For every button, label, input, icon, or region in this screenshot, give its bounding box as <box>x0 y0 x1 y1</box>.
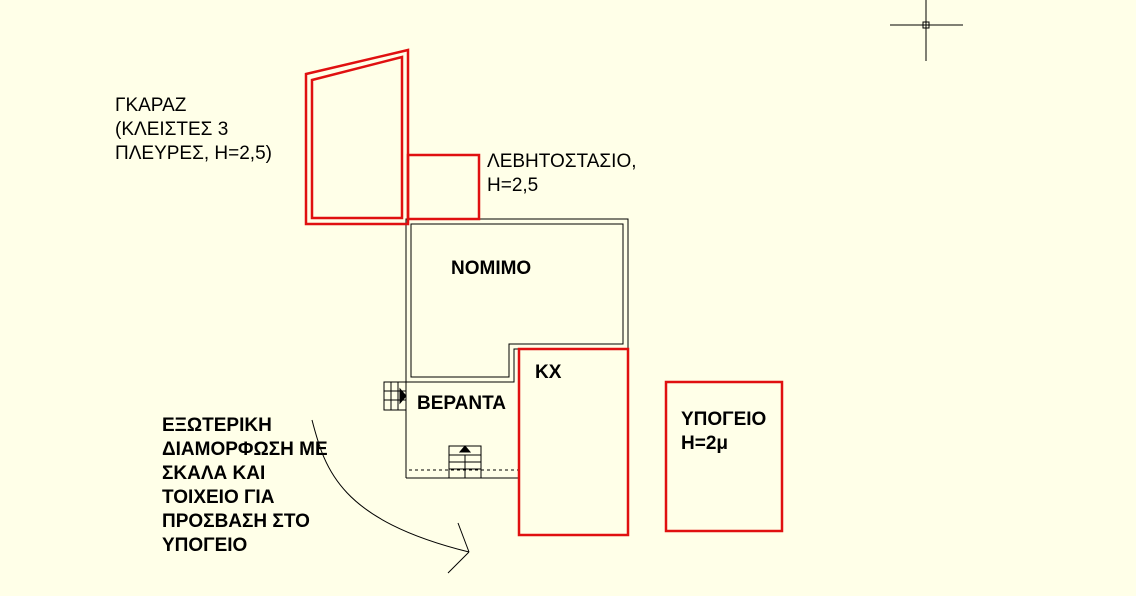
basement-label: ΥΠΟΓΕΙΟ Η=2μ <box>681 409 767 454</box>
veranda-label: ΒΕΡΑΝΤΑ <box>417 393 507 414</box>
kx-label: ΚΧ <box>535 362 562 383</box>
exterior-note-label: ΕΞΩΤΕΡΙΚΗ ΔΙΑΜΟΡΦΩΣΗ ΜΕ ΣΚΑΛΑ ΚΑΙ ΤΟΙΧΕΙ… <box>162 415 328 556</box>
side-stairs-icon <box>383 381 407 411</box>
crosshair-cursor-icon <box>890 0 963 61</box>
legal-area-label: ΝΟΜΙΜΟ <box>451 258 532 279</box>
garage-outline <box>304 48 410 226</box>
curved-arrow-icon <box>311 419 470 574</box>
kx-outline <box>517 347 630 537</box>
legal-building-outline <box>405 218 629 383</box>
boiler-room-outline <box>406 153 481 221</box>
stairs-icon <box>448 445 482 479</box>
boiler-room-label: ΛΕΒΗΤΟΣΤΑΣΙΟ, Η=2,5 <box>487 151 637 196</box>
garage-label: ΓΚΑΡΑΖ (ΚΛΕΙΣΤΕΣ 3 ΠΛΕΥΡΕΣ, Η=2,5) <box>115 95 272 164</box>
basement-outline <box>664 380 784 533</box>
